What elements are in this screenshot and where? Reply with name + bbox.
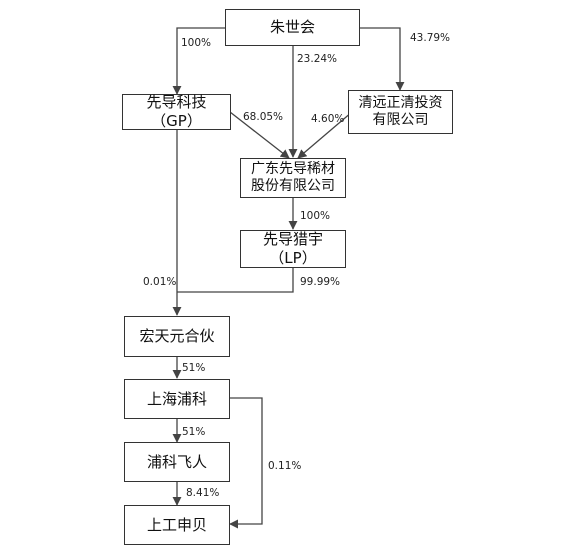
entity-puke-feiren: 浦科飞人 bbox=[124, 442, 230, 482]
pct-zhu-to-xiandao-tech: 100% bbox=[181, 37, 212, 49]
entity-shanghai-puke: 上海浦科 bbox=[124, 379, 230, 419]
pct-zhu-to-guangdong: 23.24% bbox=[297, 53, 338, 65]
edge-shanghai-puke-to-shanggong bbox=[229, 397, 263, 529]
pct-qingyuan-to-guangdong: 4.60% bbox=[311, 113, 345, 125]
entity-guangdong-xiandao: 广东先导稀材 股份有限公司 bbox=[240, 158, 346, 198]
edge-zhu-to-xiandao-tech bbox=[172, 27, 225, 95]
entity-zhu-shihui: 朱世会 bbox=[225, 9, 360, 46]
pct-guangdong-to-lieyu: 100% bbox=[300, 210, 331, 222]
edge-zhu-to-qingyuan bbox=[360, 27, 405, 91]
entity-xiandao-lieyu-lp: 先导猎宇（LP） bbox=[240, 230, 346, 268]
pct-xiandao-tech-to-hongtian: 0.01% bbox=[143, 276, 177, 288]
pct-shanghai-puke-to-puke-feiren: 51% bbox=[182, 426, 206, 438]
entity-qingyuan-investment: 清远正清投资 有限公司 bbox=[348, 90, 453, 134]
pct-puke-feiren-to-shanggong: 8.41% bbox=[186, 487, 220, 499]
pct-hongtian-to-shanghai-puke: 51% bbox=[182, 362, 206, 374]
pct-xiandao-tech-to-guangdong: 68.05% bbox=[243, 111, 284, 123]
pct-zhu-to-qingyuan: 43.79% bbox=[410, 32, 451, 44]
entity-hongtian-partnership: 宏天元合伙 bbox=[124, 316, 230, 357]
entity-shanggong-shenbei: 上工申贝 bbox=[124, 505, 230, 545]
pct-lieyu-to-hongtian: 99.99% bbox=[300, 276, 341, 288]
pct-shanghai-puke-to-shanggong: 0.11% bbox=[268, 460, 302, 472]
edge-lieyu-to-hongtian bbox=[177, 268, 294, 293]
edge-qingyuan-to-guangdong bbox=[297, 111, 353, 159]
entity-xiandao-tech-gp: 先导科技（GP） bbox=[122, 93, 231, 130]
edge-xiandao-tech-to-guangdong bbox=[229, 111, 290, 159]
